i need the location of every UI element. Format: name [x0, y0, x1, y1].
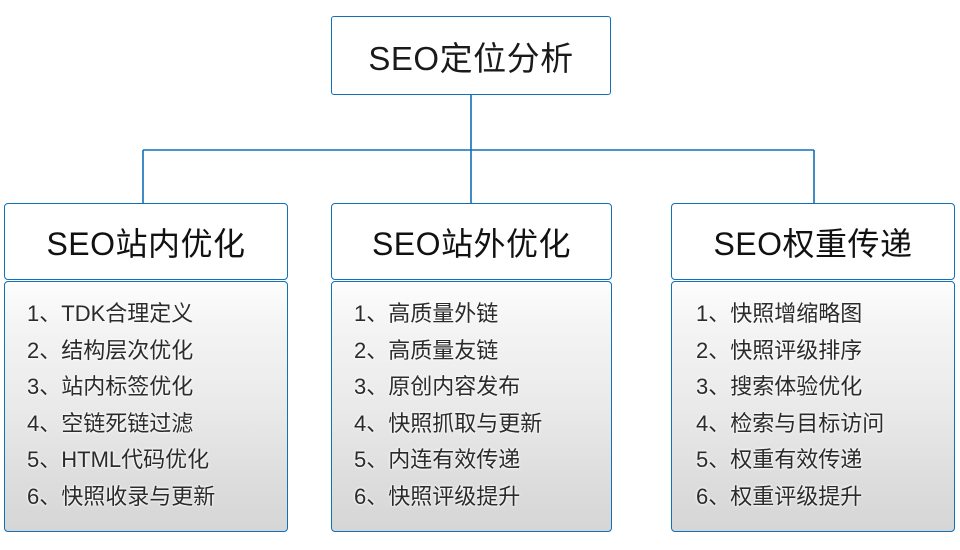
branch-column-3: SEO权重传递 1、快照增缩略图 2、快照评级排序 3、搜索体验优化 4、检索与…: [671, 203, 955, 532]
list-item-index: 6、: [27, 483, 62, 509]
list-item: 1、快照增缩略图: [696, 296, 954, 333]
list-item: 3、站内标签优化: [27, 369, 287, 406]
root-node-title: SEO定位分析: [368, 39, 574, 77]
list-item-index: 6、: [696, 483, 731, 509]
list-item-label: 内连有效传递: [388, 447, 521, 472]
branch-title-3: SEO权重传递: [713, 225, 913, 262]
list-item-index: 4、: [27, 410, 62, 436]
list-item: 6、快照收录与更新: [27, 479, 287, 516]
list-item-label: 检索与目标访问: [730, 410, 885, 436]
branch-column-1: SEO站内优化 1、TDK合理定义 2、结构层次优化 3、站内标签优化 4、空链…: [4, 203, 288, 532]
list-item: 3、原创内容发布: [354, 369, 611, 406]
list-item: 1、高质量外链: [354, 296, 611, 333]
list-item: 2、快照评级排序: [696, 333, 954, 370]
list-item: 2、高质量友链: [354, 333, 611, 370]
branch-header-1[interactable]: SEO站内优化: [4, 203, 288, 280]
list-item-label: 搜索体验优化: [730, 374, 863, 399]
list-item-label: 站内标签优化: [61, 374, 194, 399]
list-item-index: 5、: [27, 447, 62, 472]
root-node[interactable]: SEO定位分析: [331, 16, 611, 95]
list-item-label: 快照增缩略图: [730, 301, 863, 326]
list-item-label: TDK合理定义: [61, 301, 194, 326]
list-item: 4、快照抓取与更新: [354, 406, 611, 443]
branch-title-1: SEO站内优化: [46, 225, 246, 262]
branch-list-1: 1、TDK合理定义 2、结构层次优化 3、站内标签优化 4、空链死链过滤 5、H…: [4, 281, 288, 532]
list-item-index: 3、: [696, 374, 731, 399]
list-item-label: 权重评级提升: [730, 483, 863, 509]
branch-header-2[interactable]: SEO站外优化: [331, 203, 612, 280]
list-item-label: 快照抓取与更新: [388, 410, 543, 436]
list-item: 4、检索与目标访问: [696, 406, 954, 443]
list-item-label: 结构层次优化: [61, 337, 194, 363]
list-item: 2、结构层次优化: [27, 333, 287, 370]
list-item-label: 快照收录与更新: [61, 483, 216, 509]
list-item-index: 1、: [354, 301, 389, 326]
list-item-index: 2、: [354, 337, 389, 363]
list-item: 6、权重评级提升: [696, 479, 954, 516]
list-item-index: 2、: [696, 337, 731, 363]
list-item-index: 4、: [696, 410, 731, 436]
list-item-index: 1、: [27, 301, 62, 326]
branch-list-3: 1、快照增缩略图 2、快照评级排序 3、搜索体验优化 4、检索与目标访问 5、权…: [671, 281, 955, 532]
list-item-index: 6、: [354, 483, 389, 509]
list-item: 5、HTML代码优化: [27, 442, 287, 479]
list-item-index: 1、: [696, 301, 731, 326]
list-item-index: 3、: [354, 374, 389, 399]
list-item: 3、搜索体验优化: [696, 369, 954, 406]
list-item-index: 2、: [27, 337, 62, 363]
branch-header-3[interactable]: SEO权重传递: [671, 203, 955, 280]
list-item-label: 高质量外链: [388, 301, 499, 326]
list-item-index: 3、: [27, 374, 62, 399]
list-item: 1、TDK合理定义: [27, 296, 287, 333]
list-item-label: 原创内容发布: [388, 374, 521, 399]
list-item-label: 权重有效传递: [730, 447, 863, 472]
list-item-label: 高质量友链: [388, 337, 499, 363]
list-item-label: HTML代码优化: [61, 447, 210, 472]
list-item-label: 空链死链过滤: [61, 410, 194, 436]
list-item: 6、快照评级提升: [354, 479, 611, 516]
list-item: 5、内连有效传递: [354, 442, 611, 479]
list-item-label: 快照评级排序: [730, 337, 863, 363]
list-item-index: 5、: [354, 447, 389, 472]
list-item-index: 5、: [696, 447, 731, 472]
branch-list-2: 1、高质量外链 2、高质量友链 3、原创内容发布 4、快照抓取与更新 5、内连有…: [331, 281, 612, 532]
list-item: 5、权重有效传递: [696, 442, 954, 479]
branch-title-2: SEO站外优化: [371, 225, 572, 262]
list-item-index: 4、: [354, 410, 389, 436]
branch-column-2: SEO站外优化 1、高质量外链 2、高质量友链 3、原创内容发布 4、快照抓取与…: [331, 203, 612, 532]
list-item-label: 快照评级提升: [388, 483, 521, 509]
list-item: 4、空链死链过滤: [27, 406, 287, 443]
